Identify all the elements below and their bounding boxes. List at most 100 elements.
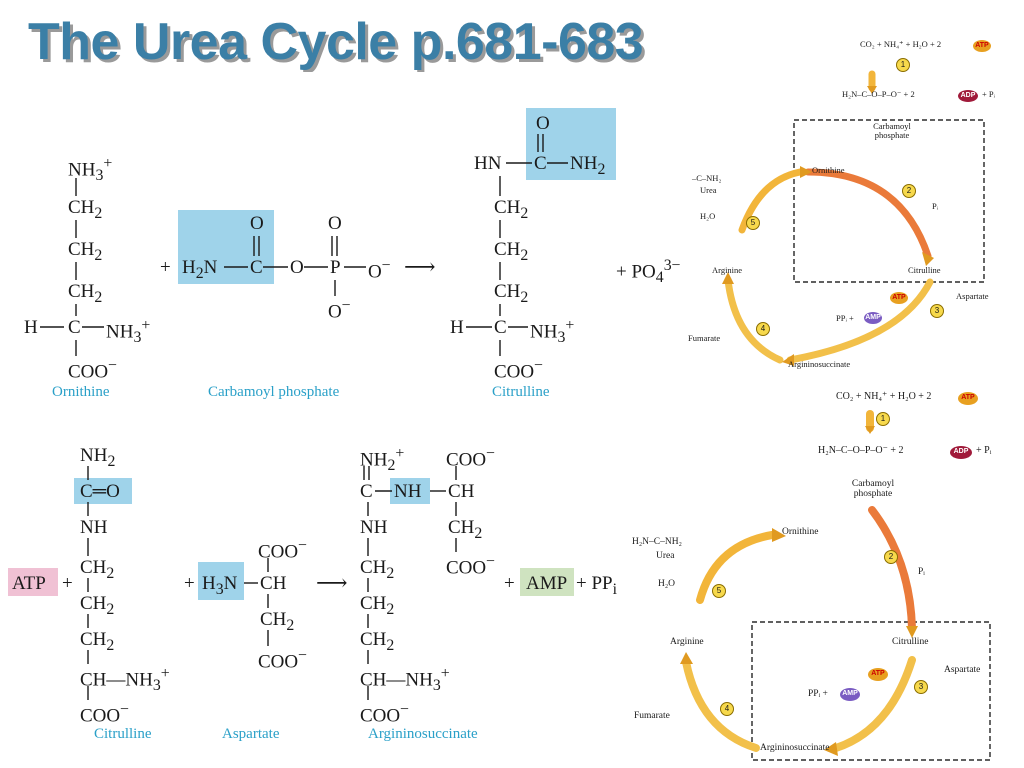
ornithine-alpha-nh3: NH3+ — [106, 317, 151, 347]
citrulline2-ch2-a: CH2 — [80, 557, 115, 582]
bottom-ornithine: Ornithine — [782, 527, 819, 537]
aspartate-coo-top: COO− — [258, 537, 308, 563]
aspartate-coo-bottom: COO− — [258, 647, 308, 673]
arg-ch2-b: CH2 — [360, 593, 395, 618]
plus-sign-1: + — [160, 257, 171, 278]
top-pi-1: + Pᵢ — [982, 89, 996, 99]
top-carbamoyl-formula: H₂N–C–O–P–O⁻ + 2 — [842, 89, 915, 99]
top-argininosuccinate: Argininosuccinate — [788, 359, 851, 369]
bottom-amp-badge: AMP — [840, 688, 860, 701]
bottom-argininosuccinate: Argininosuccinate — [760, 743, 830, 753]
bottom-urea: Urea — [656, 551, 675, 561]
citrulline-o: O — [536, 113, 550, 134]
phosphate-o-bottom: O− — [328, 297, 351, 323]
arg-nh2: NH2+ — [360, 445, 405, 475]
citrulline2-nh2: NH2 — [80, 445, 116, 470]
plus-sign-4: + — [504, 573, 515, 594]
highlight-nh-link — [390, 478, 430, 504]
top-step-4: 4 — [756, 322, 770, 336]
reaction-arrow-2: ⟶ — [316, 570, 348, 595]
bottom-h2o: H₂O — [658, 579, 676, 589]
ornithine-ch2-c: CH2 — [68, 281, 103, 306]
carbamoyl-o-bridge: O — [290, 257, 304, 278]
arg-c: C — [360, 481, 373, 502]
plus-sign-3: + — [184, 573, 195, 594]
top-arginine: Arginine — [712, 265, 743, 275]
slide-title: The Urea Cycle p.681-683 — [28, 13, 644, 71]
citrulline-ch2-a: CH2 — [494, 197, 529, 222]
highlight-atp — [8, 568, 58, 596]
top-cycle-inputs: CO₂ + NH₄⁺ + H₂O + 2 — [860, 39, 942, 49]
bottom-fumarate: Fumarate — [634, 711, 670, 721]
top-step-2: 2 — [902, 184, 916, 198]
citrulline2-carbonyl: C═O — [80, 481, 120, 502]
citrulline-hn: HN — [474, 153, 502, 174]
ornithine-h: H — [24, 317, 38, 338]
highlight-carbamoyl — [178, 210, 274, 284]
top-ppi: PPᵢ + — [836, 313, 854, 323]
atp-label: ATP — [12, 573, 46, 594]
bottom-aspartate: Aspartate — [944, 665, 981, 675]
arg-coo-top: COO− — [446, 445, 496, 471]
bottom-carbamoyl-label: Carbamoyl phosphate — [851, 479, 895, 499]
aspartate-ch2: CH2 — [260, 609, 295, 634]
arg-ch2-a: CH2 — [360, 557, 395, 582]
bottom-step-2: 2 — [884, 550, 898, 564]
top-ornithine: Ornithine — [812, 165, 845, 175]
phosphate-o-minus: O− — [368, 257, 391, 283]
citrulline-h: H — [450, 317, 464, 338]
top-h2o: H₂O — [700, 211, 716, 221]
bottom-carbamoyl-formula: H₂N–C–O–P–O⁻ + 2 — [818, 445, 904, 456]
title-overlap-mask — [706, 0, 746, 80]
ornithine-coo: COO− — [68, 357, 118, 383]
top-urea-formula: –C–NH₂ — [692, 173, 722, 183]
citrulline2-nh: NH — [80, 517, 108, 538]
arg-coo-side: COO− — [446, 553, 496, 579]
bottom-atp-badge-2: ATP — [868, 668, 888, 681]
reaction-arrow-1: ⟶ — [404, 254, 436, 279]
arg-ch: CH — [448, 481, 475, 502]
citrulline2-ch2-c: CH2 — [80, 629, 115, 654]
top-atp-badge-2: ATP — [890, 292, 908, 304]
arg-ch-nh3: CH—NH3+ — [360, 665, 450, 695]
caption-ornithine: Ornithine — [52, 384, 110, 400]
citrulline-ch2-b: CH2 — [494, 239, 529, 264]
bottom-step-5: 5 — [712, 584, 726, 598]
bottom-adp-badge: ADP — [950, 446, 972, 459]
arg-ch2-c: CH2 — [360, 629, 395, 654]
carbamoyl-h2n: H2N — [182, 257, 218, 282]
highlight-amine — [198, 562, 244, 600]
top-carbamoyl-label: Carbamoyl phosphate — [873, 121, 911, 140]
caption-citrulline: Citrulline — [492, 384, 550, 400]
ornithine-ch2-a: CH2 — [68, 197, 103, 222]
phosphate-o-top: O — [328, 213, 342, 234]
top-aspartate: Aspartate — [956, 291, 989, 301]
caption-argininosuccinate: Argininosuccinate — [368, 726, 478, 742]
arg-nh: NH — [360, 517, 388, 538]
bottom-pi-2: Pᵢ — [918, 567, 925, 577]
highlight-urea-group — [526, 108, 616, 180]
amp-label: AMP — [526, 573, 568, 594]
phosphate-product: + PO43− — [616, 257, 681, 287]
bottom-step-1: 1 — [876, 412, 890, 426]
citrulline-nh2: NH2 — [570, 153, 606, 178]
caption-aspartate: Aspartate — [222, 726, 280, 742]
caption-citrulline-2: Citrulline — [94, 726, 152, 742]
bottom-ppi: PPᵢ + — [808, 689, 828, 699]
ppi-label: + PPi — [576, 573, 618, 598]
ornithine-nh3: NH3+ — [68, 155, 113, 185]
ornithine-ch2-b: CH2 — [68, 239, 103, 264]
bottom-citrulline: Citrulline — [892, 637, 929, 647]
top-pi-2: Pᵢ — [932, 201, 939, 211]
top-atp-badge: ATP — [973, 40, 991, 52]
arg-nh-link: NH — [394, 481, 422, 502]
top-urea: Urea — [700, 185, 717, 195]
bottom-pi-1: + Pᵢ — [976, 445, 992, 456]
top-step-5: 5 — [746, 216, 760, 230]
citrulline2-ch2-b: CH2 — [80, 593, 115, 618]
aspartate-ch: CH — [260, 573, 287, 594]
bottom-atp-badge: ATP — [958, 392, 978, 405]
bottom-step-3: 3 — [914, 680, 928, 694]
ornithine-c: C — [68, 317, 81, 338]
